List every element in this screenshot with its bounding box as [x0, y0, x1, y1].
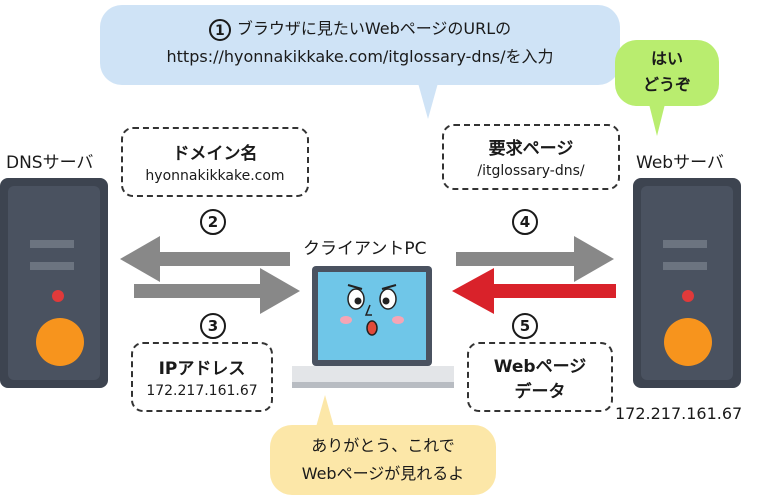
dns-server-label: DNSサーバ [6, 153, 94, 173]
bubble-tail [649, 104, 665, 136]
arrow-page-data [452, 268, 616, 314]
client-pc-label: クライアントPC [303, 239, 427, 259]
web-server-ip: 172.217.161.67 [615, 404, 743, 423]
web-server-icon [633, 178, 741, 388]
dns-server-icon [0, 178, 108, 388]
client-reply-1: ありがとう、これで [311, 436, 455, 455]
domain-name-title: ドメイン名 [172, 144, 258, 164]
arrow-page-request [456, 236, 614, 282]
client-reply-2: Webページが見れるよ [301, 464, 465, 483]
instruction-line-1: 1 ブラウザに見たいWebページのURLの [100, 15, 620, 43]
step-5-badge: 5 [512, 313, 538, 339]
request-page-title: 要求ページ [488, 139, 574, 159]
web-server-reply-2: どうぞ [642, 75, 691, 94]
web-server-label: Webサーバ [636, 153, 724, 173]
webpage-data-line-2: データ [514, 382, 566, 402]
arrow-query-dns [120, 236, 290, 282]
step-1-badge: 1 [208, 18, 231, 41]
laptop-icon [292, 266, 454, 388]
webpage-data-line-1: Webページ [493, 357, 587, 377]
request-page-box: 要求ページ /itglossary-dns/ [442, 124, 620, 190]
instruction-bubble: 1 ブラウザに見たいWebページのURLの https://hyonnakikka… [100, 5, 620, 119]
bubble-tail [316, 395, 334, 427]
instruction-text-1: ブラウザに見たいWebページのURLの [236, 19, 512, 38]
request-page-value: /itglossary-dns/ [477, 163, 585, 179]
webpage-data-box: Webページ データ [467, 342, 613, 412]
ip-address-value: 172.217.161.67 [146, 383, 258, 399]
ip-address-title: IPアドレス [158, 359, 246, 379]
arrow-ip-response [134, 268, 300, 314]
instruction-line-2: https://hyonnakikkake.com/itglossary-dns… [166, 47, 554, 66]
web-server-bubble: はい どうぞ [615, 40, 719, 136]
domain-name-value: hyonnakikkake.com [145, 168, 285, 184]
client-bubble: ありがとう、これで Webページが見れるよ [270, 395, 496, 495]
bubble-tail [418, 83, 438, 119]
step-3-badge: 3 [200, 313, 226, 339]
domain-name-box: ドメイン名 hyonnakikkake.com [121, 127, 309, 197]
step-2-badge: 2 [200, 209, 226, 235]
step-4-badge: 4 [512, 209, 538, 235]
ip-address-box: IPアドレス 172.217.161.67 [131, 342, 273, 412]
web-server-reply-1: はい [650, 49, 683, 68]
